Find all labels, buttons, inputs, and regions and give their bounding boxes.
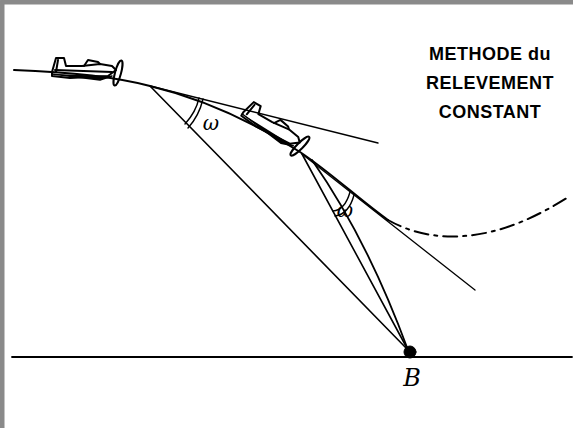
bearing-line [302,154,408,350]
angle-arc [188,99,203,128]
tangent-line [150,86,378,143]
target-point [404,346,416,358]
diagram-title: METHODE du RELEVEMENT CONSTANT [420,40,560,127]
trajectory-continued [388,196,570,236]
point-label: B [403,367,421,389]
angle-label: ω [337,199,353,221]
angle-arc [185,98,199,124]
pursuit-curve [312,160,408,350]
trajectory [14,70,388,220]
ground-line [12,356,572,358]
airplane [236,100,313,161]
angle-label: ω [203,112,219,134]
bearing-line [150,86,408,350]
airplane [52,58,124,86]
tangent-line [302,154,475,290]
